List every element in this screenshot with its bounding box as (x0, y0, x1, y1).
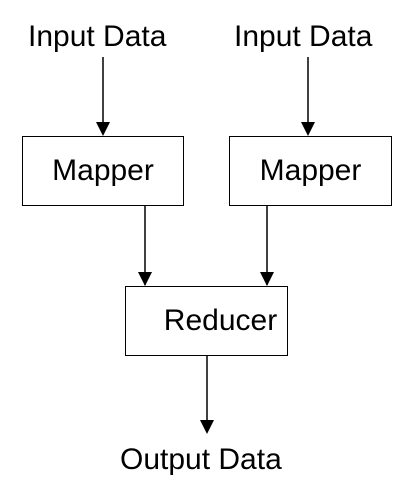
arrowhead-mapper-2 (260, 272, 274, 286)
arrowhead-input-2 (301, 122, 315, 136)
arrowhead-reducer (200, 420, 214, 434)
mapper-node-1: Mapper (22, 136, 184, 206)
arrowhead-mapper-1 (138, 272, 152, 286)
arrowhead-input-1 (96, 122, 110, 136)
input-data-label-1: Input Data (28, 20, 167, 53)
reducer-label: Reducer (163, 304, 278, 337)
mapper-label-2: Mapper (259, 154, 362, 187)
mapper-label-1: Mapper (52, 154, 154, 187)
output-data-label: Output Data (120, 443, 282, 476)
mapper-node-2: Mapper (229, 136, 392, 206)
reducer-node: Reducer (125, 286, 288, 356)
input-data-label-2: Input Data (234, 20, 373, 53)
